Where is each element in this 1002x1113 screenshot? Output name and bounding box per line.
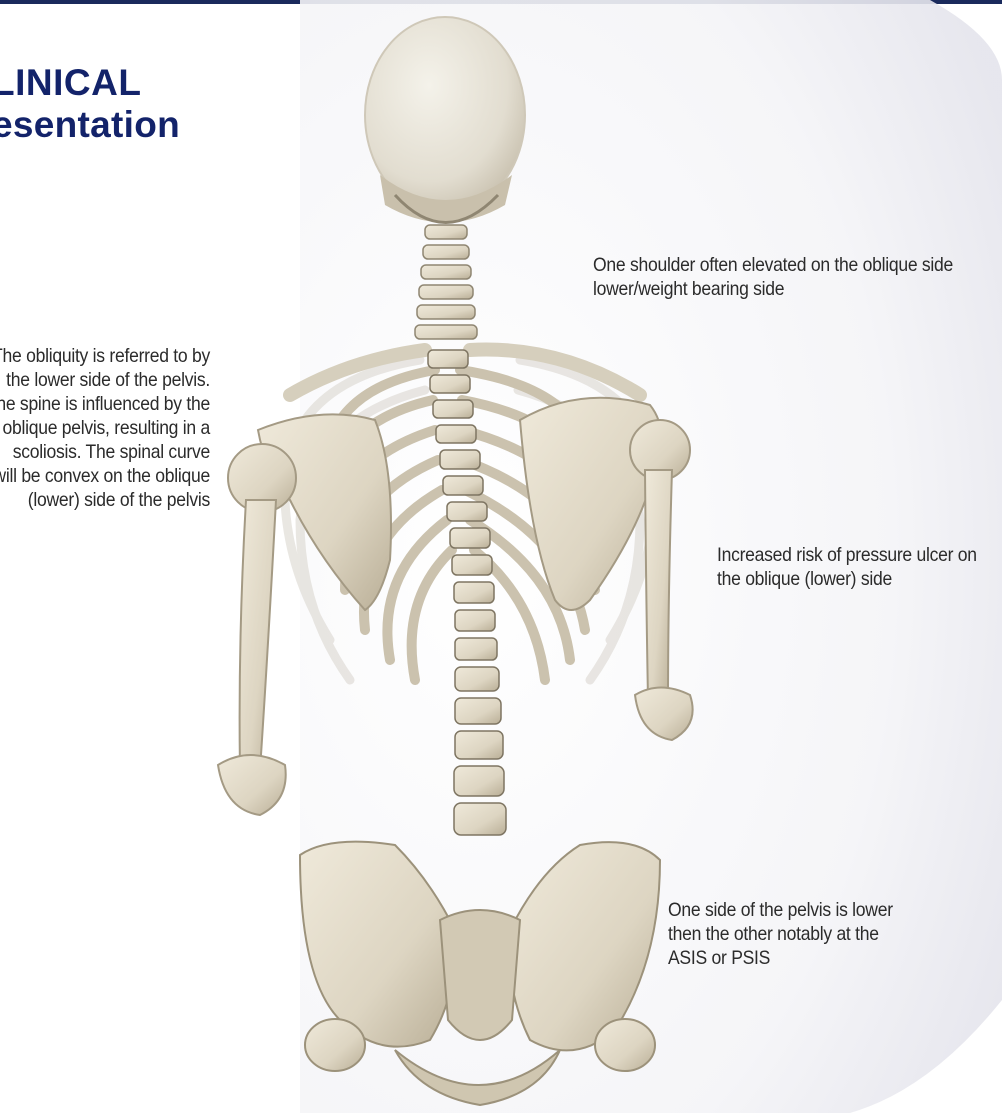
thoracic-lumbar-spine xyxy=(428,350,506,835)
skull xyxy=(365,17,525,223)
annotation-obliquity: The obliquity is referred to by the lowe… xyxy=(0,344,210,512)
pelvis xyxy=(300,842,660,1105)
annotation-pelvis: One side of the pelvis is lower then the… xyxy=(668,898,920,970)
cervical-spine xyxy=(415,225,477,339)
annotation-pressure-ulcer: Increased risk of pressure ulcer on the … xyxy=(717,543,996,591)
annotation-shoulder: One shoulder often elevated on the obliq… xyxy=(593,253,989,301)
